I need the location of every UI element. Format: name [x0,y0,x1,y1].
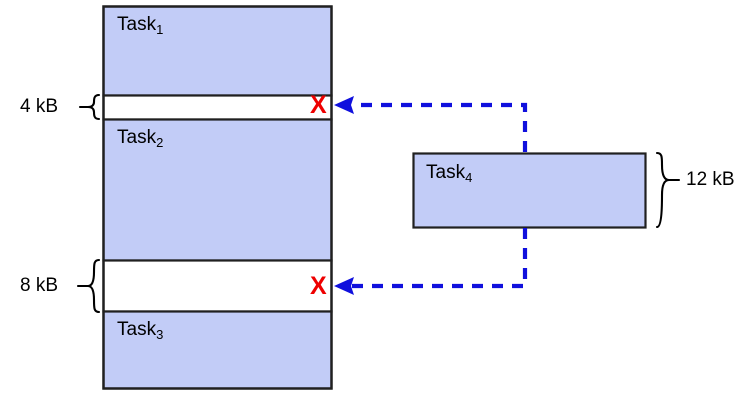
memory-segment-task3-label: Task3 [117,319,164,342]
arrow-task4-to-8kb-hole [334,228,528,295]
hole-8kb-size-label: 8 kB [20,275,59,296]
arrow-task4-to-4kb-hole [334,96,528,152]
brace-8kb [86,258,101,314]
brace-4kb [86,93,101,121]
incoming-task4-label: Task4 [426,162,473,185]
memory-segment-task1 [102,5,333,97]
arrowhead-upper [334,96,354,114]
memory-segment-task2-label: Task2 [117,127,164,150]
main-memory-column [102,5,333,390]
hole-4kb-size-label: 4 kB [20,96,59,117]
reject-mark-8kb-icon: X [310,272,327,300]
reject-mark-4kb-icon: X [310,91,327,119]
arrowhead-lower [334,277,354,295]
memory-column-border [102,5,333,390]
brace-12kb [655,151,671,229]
memory-hole-4kb [102,94,333,121]
incoming-task4-size-label: 12 kB [686,169,735,190]
memory-segment-task1-label: Task1 [117,14,164,37]
incoming-task4-box [412,152,647,229]
memory-hole-8kb [102,259,333,313]
memory-segment-task2 [102,118,333,262]
